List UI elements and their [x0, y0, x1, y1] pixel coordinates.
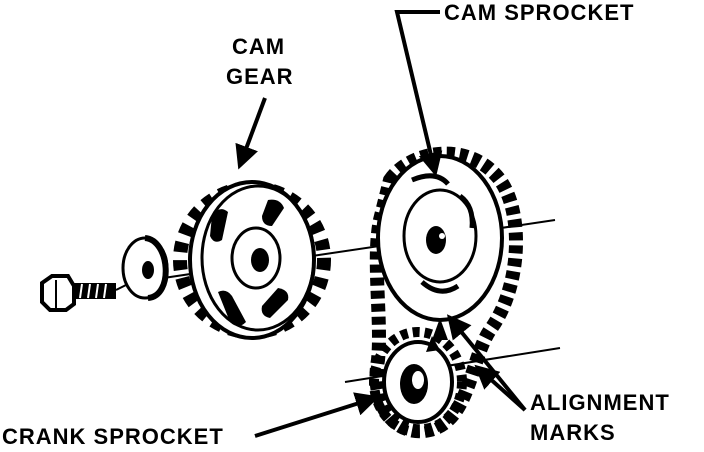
cam-gear-slot: [262, 199, 284, 226]
alignment-marks-label-line1: ALIGNMENT: [530, 390, 670, 415]
cam-gear-slot: [218, 290, 246, 326]
cam-gear-slot: [261, 288, 289, 318]
bolt: [40, 274, 141, 312]
crank-sprocket-leader: [254, 392, 380, 438]
cam-gear: [173, 180, 331, 340]
cam-gear-slot: [210, 209, 228, 242]
cam-sprocket-leader: [394, 10, 443, 177]
alignment-marks-leader-2: [474, 364, 527, 412]
alignment-marks-label: ALIGNMENT MARKS: [530, 388, 670, 448]
cam-sprocket-timing-mark: [432, 318, 448, 340]
cam-sprocket-label: CAM SPROCKET: [444, 0, 634, 28]
crank-sprocket-label: CRANK SPROCKET: [2, 422, 224, 452]
cam-sprocket-label-text: CAM SPROCKET: [444, 0, 635, 25]
cam-sprocket: [376, 154, 504, 340]
crank-sprocket: [369, 327, 467, 437]
crank-sprocket-label-text: CRANK SPROCKET: [2, 424, 224, 449]
cam-gear-label: CAM GEAR: [226, 32, 294, 92]
cam-gear-label-line2: GEAR: [226, 64, 294, 89]
alignment-marks-leader-1: [446, 314, 527, 412]
leader-lines: [235, 10, 527, 438]
cam-gear-label-line1: CAM: [232, 34, 286, 59]
bolt-head: [40, 274, 76, 312]
alignment-marks-label-line2: MARKS: [530, 420, 616, 445]
crank-sprocket-timing-mark: [426, 336, 440, 352]
bolt-thread: [74, 283, 116, 299]
washer: [121, 235, 169, 301]
cam-gear-leader: [235, 97, 267, 170]
timing-chain: [369, 146, 523, 439]
